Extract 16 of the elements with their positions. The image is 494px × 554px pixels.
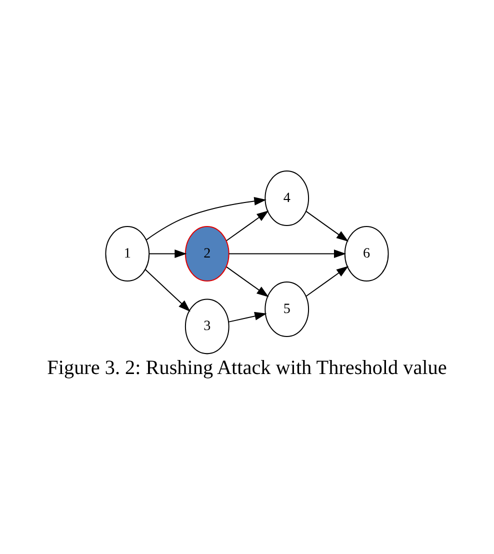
arrow <box>146 196 266 240</box>
arrow <box>306 265 349 296</box>
arrow <box>149 249 187 258</box>
arrow <box>144 268 190 312</box>
node-ellipse: 2 <box>184 226 230 282</box>
node-ellipse: 4 <box>264 170 310 226</box>
caption: Figure 3. 2: Rushing Attack with Threshold value <box>47 356 447 378</box>
node-ellipse: 1 <box>105 226 150 282</box>
node-ellipse: 5 <box>264 281 310 337</box>
node-ellipse: 3 <box>184 298 230 354</box>
arrow <box>228 311 267 322</box>
node-ellipse: 6 <box>344 226 389 282</box>
arrow <box>226 210 269 241</box>
arrow <box>226 266 269 297</box>
arrow <box>229 249 346 258</box>
arrow <box>306 210 349 242</box>
